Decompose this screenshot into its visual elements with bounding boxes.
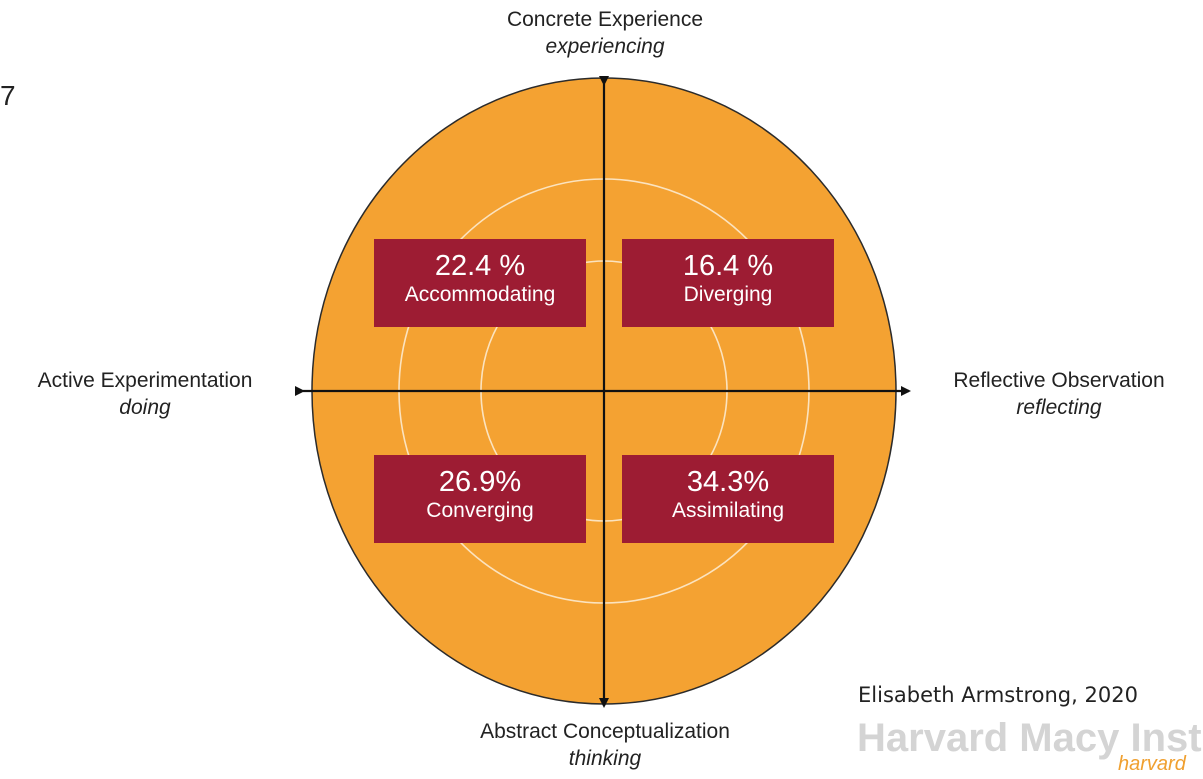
quadrant-label: Accommodating — [404, 283, 556, 306]
quadrant-accommodating: 22.4 % Accommodating — [374, 239, 586, 327]
institute-logo-text: Harvard Macy Instit — [857, 716, 1203, 760]
pole-reflective-observation: Reflective Observation reflecting — [915, 367, 1203, 421]
pole-abstract-conceptualization: Abstract Conceptualization thinking — [405, 718, 805, 772]
pole-mode: reflecting — [1016, 396, 1102, 419]
slide-number: 7 — [0, 80, 16, 111]
quadrant-diverging: 16.4 % Diverging — [622, 239, 834, 327]
pole-label: Abstract Conceptualization — [480, 720, 730, 743]
quadrant-percent: 16.4 % — [682, 250, 774, 282]
pole-label: Reflective Observation — [953, 369, 1165, 392]
quadrant-percent: 26.9% — [438, 466, 522, 498]
quadrant-percent: 34.3% — [686, 466, 770, 498]
quadrant-percent: 22.4 % — [434, 250, 526, 282]
pole-concrete-experience: Concrete Experience experiencing — [405, 6, 805, 60]
pole-mode: thinking — [568, 747, 642, 770]
pole-mode: experiencing — [545, 35, 665, 58]
quadrant-label: Diverging — [683, 283, 773, 306]
pole-active-experimentation: Active Experimentation doing — [0, 367, 290, 421]
quadrant-label: Assimilating — [671, 499, 785, 522]
pole-label: Active Experimentation — [37, 369, 253, 392]
author-credit: Elisabeth Armstrong, 2020 — [858, 683, 1138, 707]
quadrant-converging: 26.9% Converging — [374, 455, 586, 543]
pole-mode: doing — [119, 396, 171, 419]
quadrant-assimilating: 34.3% Assimilating — [622, 455, 834, 543]
pole-label: Concrete Experience — [506, 8, 704, 31]
institute-logo-subtext: harvard — [1118, 753, 1186, 775]
quadrant-label: Converging — [426, 499, 534, 522]
